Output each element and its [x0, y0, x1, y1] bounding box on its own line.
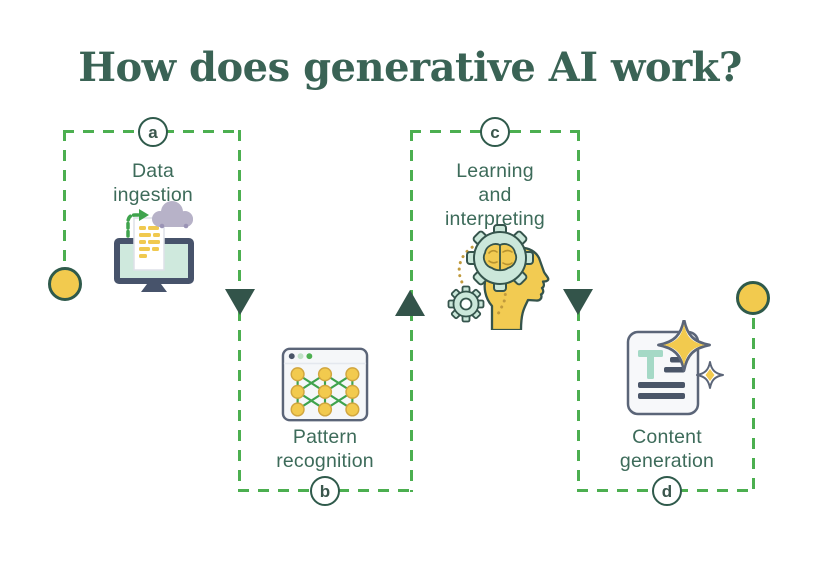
- step-label-pattern-recognition: Pattern recognition: [276, 426, 374, 472]
- step-label-content-generation: Content generation: [619, 426, 715, 472]
- flow-path-segment: [63, 130, 66, 263]
- step-badge-c: c: [480, 117, 510, 147]
- learning-interpreting-icon: [447, 224, 550, 330]
- step-label-data-ingestion: Data ingestion: [113, 160, 193, 206]
- pattern-recognition-icon: [281, 347, 369, 422]
- step-badge-b: b: [310, 476, 340, 506]
- arrow-down-icon: [225, 289, 255, 315]
- step-label-learning: Learning and interpreting: [445, 160, 545, 230]
- step-badge-a: a: [138, 117, 168, 147]
- arrow-up-icon: [395, 290, 425, 316]
- step-badge-d: d: [652, 476, 682, 506]
- page-title: How does generative AI work?: [78, 44, 742, 91]
- start-dot: [48, 267, 82, 301]
- end-dot: [736, 281, 770, 315]
- arrow-down-icon: [563, 289, 593, 315]
- data-ingestion-icon: [114, 201, 194, 292]
- flow-path-segment: [752, 318, 755, 492]
- content-generation-icon: [626, 320, 724, 416]
